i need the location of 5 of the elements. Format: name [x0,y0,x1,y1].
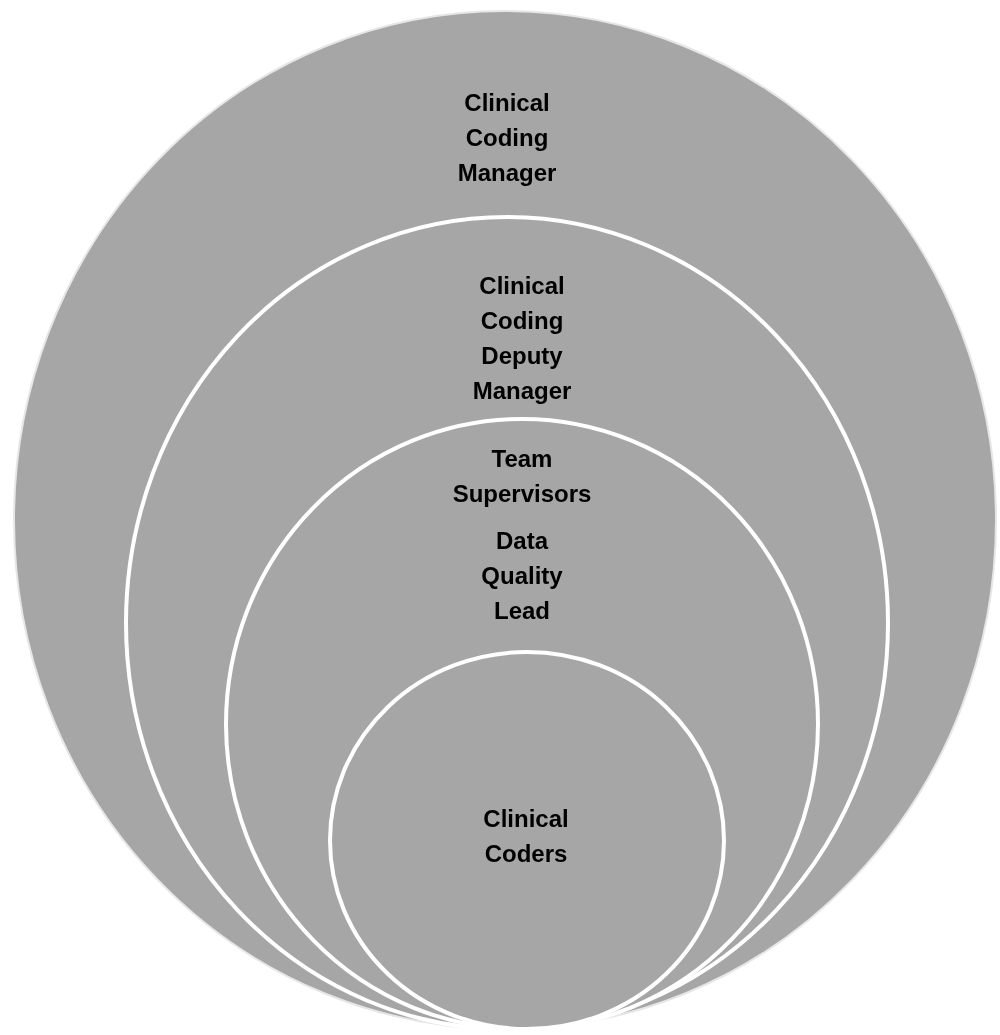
role-label: Clinical Coders [483,804,569,869]
role-label: Data Quality Lead [481,526,563,626]
role-label: Team Supervisors [452,444,592,509]
role-label: Clinical Coding Manager [457,88,557,188]
role-label: Clinical Coding Deputy Manager [472,271,572,406]
